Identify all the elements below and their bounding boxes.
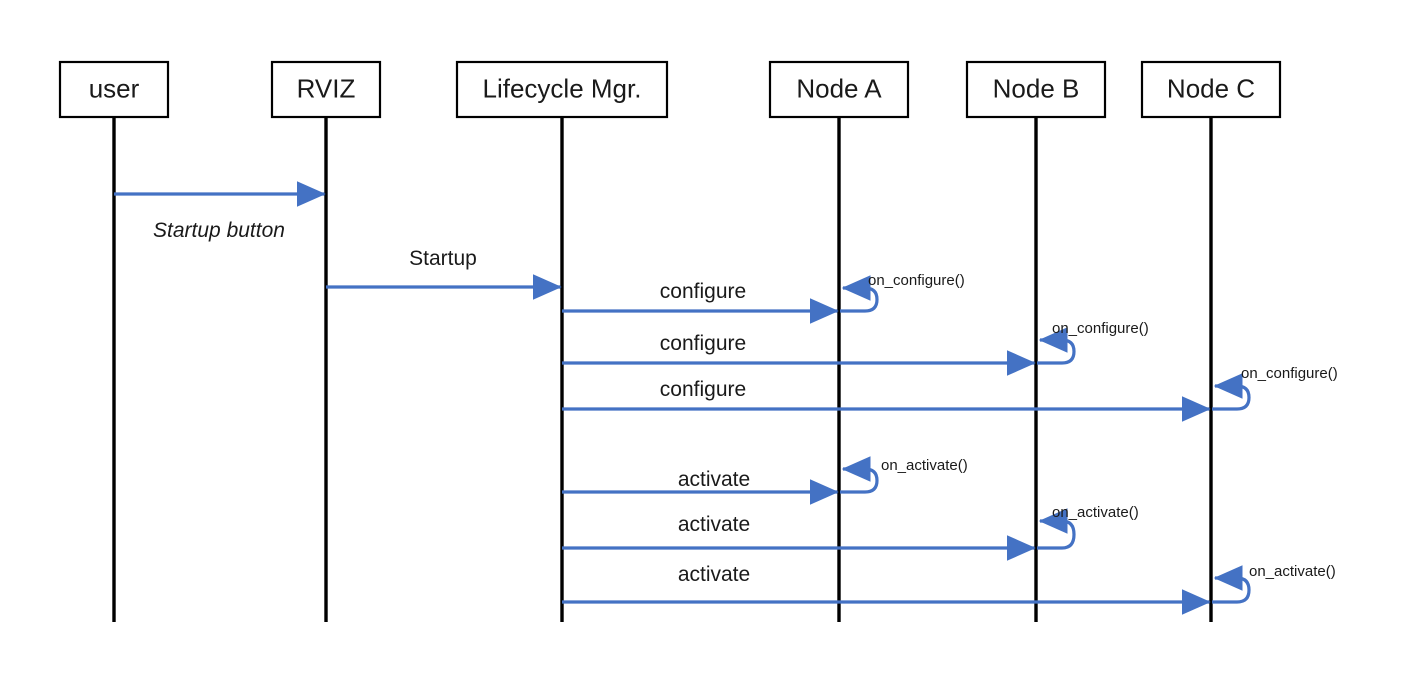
self-message-label-s1: on_configure() <box>868 272 965 289</box>
message-label-m5: configure <box>660 378 746 401</box>
message-label-m4: configure <box>660 332 746 355</box>
self-message-label-s2: on_configure() <box>1052 320 1149 337</box>
participant-box-node_c <box>1140 60 1282 119</box>
self-message-arrow-s4 <box>840 456 879 494</box>
participant-box-user <box>58 60 170 119</box>
message-m1: Startup button <box>114 181 326 242</box>
message-m6: activate <box>562 468 839 505</box>
participant-label-user: user <box>89 73 140 103</box>
participant-box-node_a <box>768 60 910 119</box>
self-message-arrow-s6 <box>1212 565 1251 604</box>
participant-node_c: Node C <box>1140 60 1282 119</box>
participant-label-node_c: Node C <box>1167 73 1255 103</box>
participant-label-rviz: RVIZ <box>297 73 356 103</box>
self-message-s1: on_configure() <box>840 272 965 313</box>
message-m7: activate <box>562 513 1036 561</box>
participant-lcm: Lifecycle Mgr. <box>455 60 669 119</box>
self-messages-group: on_configure() on_configure() on_configure… <box>840 272 1338 604</box>
self-message-s3: on_configure() <box>1212 365 1338 411</box>
message-label-m2: Startup <box>409 247 477 270</box>
lifelines-group <box>112 117 1213 622</box>
message-m2: Startup <box>326 247 562 300</box>
message-label-m6: activate <box>678 468 750 491</box>
participant-label-lcm: Lifecycle Mgr. <box>483 73 642 103</box>
self-message-label-s6: on_activate() <box>1249 563 1336 580</box>
participant-node_a: Node A <box>768 60 910 119</box>
self-message-arrow-s1 <box>840 275 879 313</box>
message-label-m8: activate <box>678 563 750 586</box>
participant-box-rviz <box>270 60 382 119</box>
self-message-s5: on_activate() <box>1037 504 1139 550</box>
participant-box-lcm <box>455 60 669 119</box>
message-label-m1: Startup button <box>153 219 285 242</box>
message-label-m3: configure <box>660 280 746 303</box>
participant-label-node_b: Node B <box>993 73 1080 103</box>
self-message-arrow-s5 <box>1037 508 1076 550</box>
participant-rviz: RVIZ <box>270 60 382 119</box>
message-m4: configure <box>562 332 1036 376</box>
self-message-label-s4: on_activate() <box>881 457 968 474</box>
participant-user: user <box>58 60 170 119</box>
self-message-arrow-s2 <box>1037 327 1076 365</box>
message-m5: configure <box>562 378 1211 422</box>
message-m8: activate <box>562 563 1211 615</box>
self-message-s4: on_activate() <box>840 456 968 494</box>
self-message-label-s3: on_configure() <box>1241 365 1338 382</box>
self-message-s6: on_activate() <box>1212 563 1336 604</box>
participant-box-node_b <box>965 60 1107 119</box>
self-message-arrow-s3 <box>1212 373 1251 411</box>
self-message-s2: on_configure() <box>1037 320 1149 365</box>
message-m3: configure <box>562 280 839 324</box>
self-message-label-s5: on_activate() <box>1052 504 1139 521</box>
message-label-m7: activate <box>678 513 750 536</box>
participants-group: user RVIZ Lifecycle Mgr. Node A Node B Node C <box>58 60 1282 119</box>
participant-label-node_a: Node A <box>796 73 882 103</box>
participant-node_b: Node B <box>965 60 1107 119</box>
